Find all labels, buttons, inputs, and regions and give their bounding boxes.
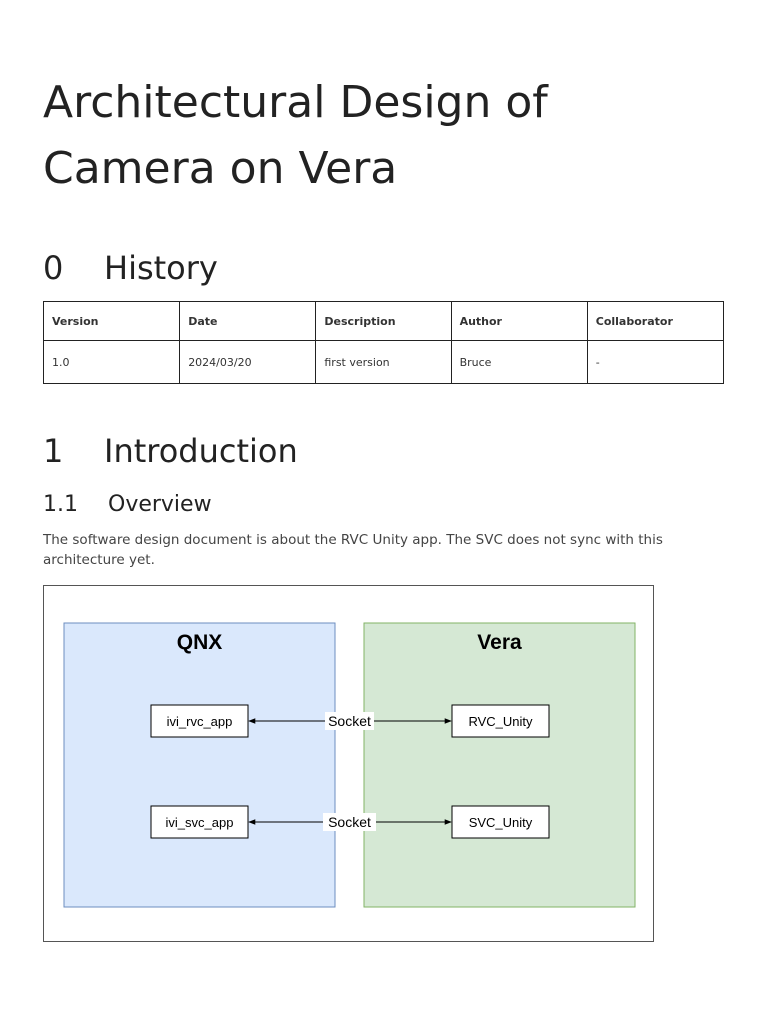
svc-socket-label-background bbox=[323, 813, 376, 831]
architecture-diagram-canvas: QNX Vera Socket Socket ivi_rvc_app ivi_s… bbox=[63, 622, 636, 908]
ivi-rvc-app-node bbox=[150, 704, 249, 738]
history-header-description: Description bbox=[315, 301, 452, 341]
vera-container bbox=[363, 622, 636, 908]
overview-paragraph: The software design document is about th… bbox=[43, 532, 663, 568]
ivi-rvc-app-label: ivi_rvc_app bbox=[167, 714, 233, 729]
vera-label: Vera bbox=[477, 631, 522, 654]
introduction-heading: 1 Introduction bbox=[43, 431, 298, 471]
history-table-header-row: Version Date Description Author Collabor… bbox=[42, 301, 725, 341]
qnx-label: QNX bbox=[177, 631, 223, 654]
history-header-collaborator: Collaborator bbox=[586, 301, 725, 341]
history-table: Version Date Description Author Collabor… bbox=[42, 301, 725, 384]
rvc-unity-node bbox=[451, 704, 550, 738]
history-cell-collaborator: - bbox=[586, 340, 725, 384]
history-cell-description: first version bbox=[315, 340, 452, 384]
introduction-section-title: Introduction bbox=[104, 432, 298, 470]
ivi-svc-app-label: ivi_svc_app bbox=[166, 815, 234, 830]
history-cell-date: 2024/03/20 bbox=[179, 340, 317, 384]
rvc-socket-label-background bbox=[325, 712, 374, 730]
introduction-section-number: 1 bbox=[43, 432, 64, 470]
overview-section-number: 1.1 bbox=[43, 492, 78, 517]
history-section-title: History bbox=[104, 249, 218, 287]
history-header-author: Author bbox=[450, 301, 588, 341]
history-header-date: Date bbox=[179, 301, 317, 341]
history-header-version: Version bbox=[42, 301, 181, 341]
rvc-socket-label: Socket bbox=[328, 713, 371, 729]
qnx-container bbox=[63, 622, 336, 908]
history-cell-version: 1.0 bbox=[42, 340, 181, 384]
svc-unity-label: SVC_Unity bbox=[469, 815, 533, 830]
history-section-number: 0 bbox=[43, 249, 64, 287]
history-cell-author: Bruce bbox=[450, 340, 588, 384]
overview-heading: 1.1 Overview bbox=[43, 491, 212, 519]
architecture-diagram: QNX Vera Socket Socket ivi_rvc_app ivi_s… bbox=[43, 585, 654, 942]
svc-unity-node bbox=[451, 805, 550, 839]
document-title: Architectural Design of Camera on Vera bbox=[43, 77, 548, 194]
history-heading: 0 History bbox=[43, 248, 218, 288]
overview-section-title: Overview bbox=[108, 492, 212, 517]
rvc-unity-label: RVC_Unity bbox=[468, 714, 533, 729]
svc-socket-label: Socket bbox=[328, 814, 371, 830]
table-row: 1.0 2024/03/20 first version Bruce - bbox=[42, 340, 725, 384]
ivi-svc-app-node bbox=[150, 805, 249, 839]
